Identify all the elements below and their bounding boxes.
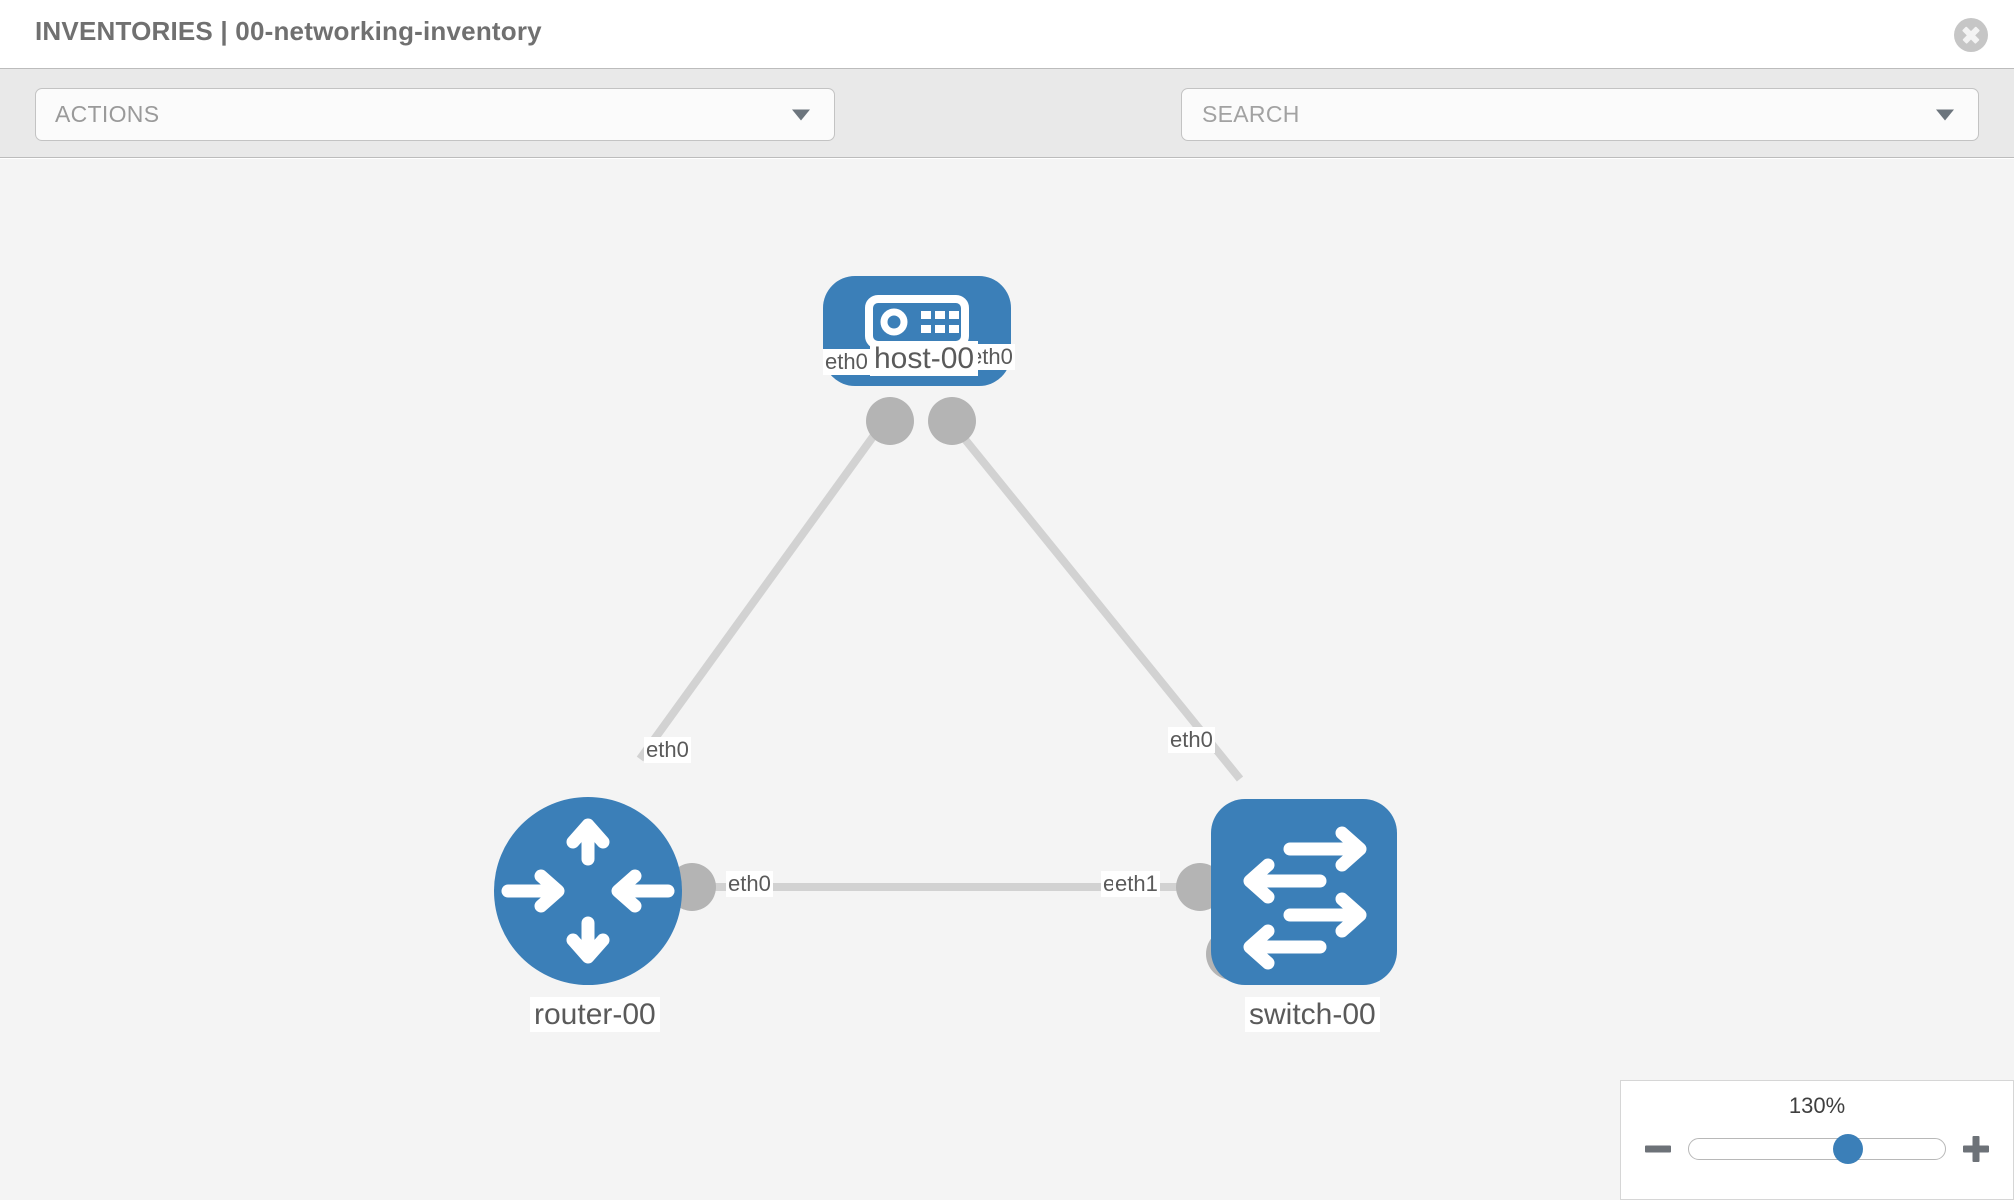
topology-canvas[interactable]: eth0 eth0 eth0 eth0 eth0 eth0 eth1 host-… — [0, 159, 2014, 1200]
plus-icon[interactable] — [1963, 1136, 1989, 1162]
switch-icon — [1243, 826, 1367, 970]
actions-dropdown-label: ACTIONS — [55, 101, 160, 127]
search-placeholder-text: SEARCH — [1202, 101, 1300, 127]
close-icon[interactable] — [1954, 18, 1988, 52]
topology-links — [636, 424, 1244, 891]
zoom-slider-thumb[interactable] — [1832, 1134, 1863, 1164]
node-label-host-00: host-00 — [870, 341, 979, 376]
toolbar: ACTIONS SEARCH — [0, 68, 2014, 200]
node-switch-00[interactable] — [1211, 799, 1397, 985]
link-host-switch[interactable] — [951, 424, 1244, 782]
edge-label-switch-eth0-up: eth0 — [1168, 727, 1215, 754]
node-label-router-00: router-00 — [530, 997, 660, 1032]
topology-graph — [494, 276, 1397, 985]
edge-label-router-eth0-right: eth0 — [726, 871, 773, 898]
zoom-control-panel: 130% — [1620, 1080, 2014, 1200]
node-router-00[interactable] — [494, 797, 682, 985]
edge-label-host-eth0-left: eth0 — [823, 349, 870, 376]
page-title: INVENTORIES | 00-networking-inventory — [35, 16, 542, 46]
edge-label-switch-eth1: eth1 — [1113, 871, 1160, 898]
connector-host-left[interactable] — [866, 397, 914, 445]
zoom-level-value: 130% — [1788, 1093, 1846, 1118]
node-label-switch-00: switch-00 — [1245, 997, 1380, 1032]
zoom-slider-row — [1621, 1129, 2013, 1169]
minus-icon[interactable] — [1645, 1136, 1671, 1162]
chevron-down-icon — [792, 109, 810, 120]
chevron-down-icon[interactable] — [1936, 109, 1954, 120]
page-header: INVENTORIES | 00-networking-inventory — [0, 0, 2014, 68]
connector-host-right[interactable] — [928, 397, 976, 445]
link-host-router[interactable] — [636, 424, 884, 762]
actions-dropdown[interactable]: ACTIONS — [35, 88, 835, 141]
search-input[interactable]: SEARCH — [1181, 88, 1979, 141]
router-icon — [501, 818, 675, 964]
zoom-slider[interactable] — [1688, 1134, 1946, 1164]
edge-label-router-eth0-up: eth0 — [644, 737, 691, 764]
